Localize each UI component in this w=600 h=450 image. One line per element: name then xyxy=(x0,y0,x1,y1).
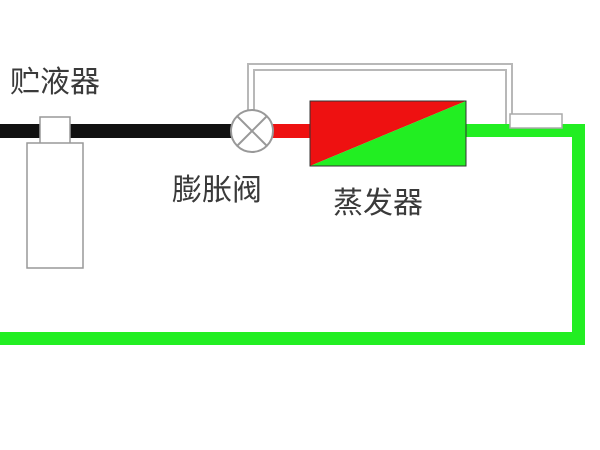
sensing-capillary xyxy=(247,63,513,124)
sensing-bulb xyxy=(509,113,563,129)
evaporator xyxy=(309,100,467,167)
expansion-valve-label: 膨胀阀 xyxy=(172,173,262,208)
evaporator-label: 蒸发器 xyxy=(333,186,423,221)
receiver-label: 贮液器 xyxy=(10,65,100,100)
liquid-line-pipe xyxy=(0,124,232,138)
evaporator-cold-side xyxy=(310,101,466,166)
suction-line-pipe xyxy=(0,124,585,345)
expansion-valve-icon xyxy=(230,109,274,153)
liquid-receiver xyxy=(26,116,84,269)
evaporator-inlet-pipe xyxy=(272,124,312,138)
receiver-body xyxy=(26,142,84,269)
receiver-neck xyxy=(39,116,71,146)
